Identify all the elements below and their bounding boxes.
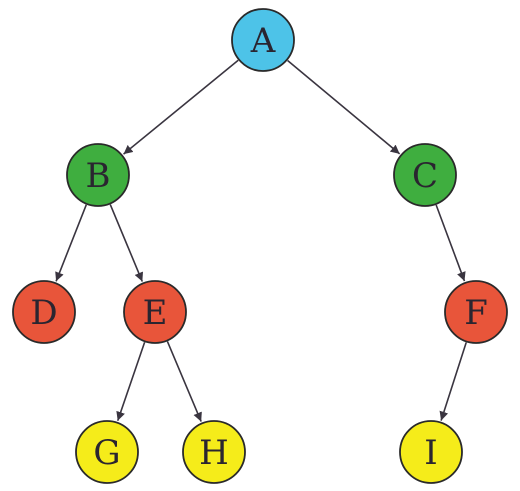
edge-c-f	[435, 204, 466, 282]
edge-f-i	[439, 342, 467, 421]
edge-e-h	[166, 341, 202, 422]
node-label: D	[30, 293, 57, 333]
node-b: B	[66, 143, 130, 207]
edge-a-c	[287, 59, 401, 155]
node-label: B	[86, 156, 111, 196]
node-circle	[75, 420, 139, 484]
node-circle	[123, 280, 187, 344]
node-circle	[12, 280, 76, 344]
node-i: I	[399, 420, 463, 484]
node-d: D	[12, 280, 76, 344]
node-g: G	[75, 420, 139, 484]
edge-e-g	[116, 342, 146, 422]
node-circle	[393, 143, 457, 207]
node-c: C	[393, 143, 457, 207]
edge-a-b	[123, 59, 239, 155]
node-f: F	[444, 280, 508, 344]
node-h: H	[182, 420, 246, 484]
node-circle	[399, 420, 463, 484]
edge-b-e	[109, 204, 144, 282]
node-a: A	[231, 8, 295, 72]
node-circle	[182, 420, 246, 484]
edge-b-d	[55, 204, 88, 282]
node-circle	[66, 143, 130, 207]
nodes-layer: A B C D E F G H I	[12, 8, 508, 484]
node-label: H	[199, 433, 229, 473]
node-label: F	[464, 293, 488, 333]
node-label: C	[412, 156, 438, 196]
node-label: I	[424, 433, 437, 473]
node-circle	[444, 280, 508, 344]
node-label: E	[143, 293, 168, 333]
node-label: G	[93, 433, 120, 473]
edges-layer	[55, 59, 467, 422]
node-circle	[231, 8, 295, 72]
node-label: A	[250, 21, 276, 61]
node-e: E	[123, 280, 187, 344]
